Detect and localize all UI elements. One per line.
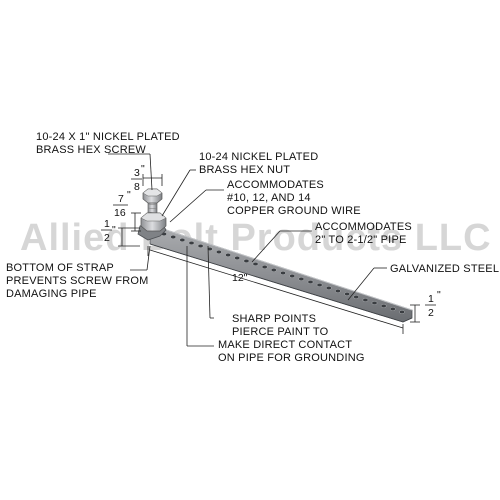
strap-hole <box>362 298 369 302</box>
strap-holes <box>161 232 405 314</box>
strap-hole <box>380 304 387 308</box>
strap-hole <box>170 235 176 239</box>
svg-text:": " <box>127 189 131 201</box>
svg-text:2: 2 <box>428 307 434 319</box>
strap-hole <box>234 256 240 260</box>
svg-text:": " <box>141 163 145 175</box>
svg-text:2: 2 <box>104 232 110 244</box>
dim-half-right: 1 " 2 <box>425 289 441 319</box>
svg-text:1: 1 <box>428 293 434 305</box>
svg-text:8: 8 <box>134 181 140 193</box>
strap-hole <box>252 262 259 266</box>
dim-seven-sixteenths: 7 " 16 <box>113 189 131 219</box>
strap-hole <box>289 274 296 278</box>
ground-wire-callout: ACCOMMODATES #10, 12, AND 14 COPPER GROU… <box>227 179 361 217</box>
strap-hole <box>270 268 277 272</box>
watermark-text: Allied Bolt Products LLC <box>20 217 492 259</box>
strap-hole <box>325 286 332 290</box>
svg-text:": " <box>112 224 116 236</box>
strap-hole <box>335 289 341 293</box>
dim-half-left: 1 " 2 <box>101 218 116 244</box>
svg-text:7: 7 <box>118 193 124 205</box>
strap-hole <box>243 259 250 263</box>
strap-hole <box>197 244 204 248</box>
dimension-lines <box>118 174 420 334</box>
strap-hole <box>307 280 314 284</box>
strap-hole <box>389 307 396 311</box>
strap-bottom-callout: BOTTOM OF STRAP PREVENTS SCREW FROM DAMA… <box>6 262 152 300</box>
screw-callout: 10-24 X 1" NICKEL PLATED BRASS HEX SCREW <box>36 131 183 156</box>
strap-hole <box>225 253 231 257</box>
strap-hole <box>280 271 286 275</box>
strap-hole <box>261 265 268 269</box>
material-callout: GALVANIZED STEEL <box>390 263 499 275</box>
strap-hole <box>188 241 195 245</box>
strap-hole <box>371 301 378 305</box>
strap-hole <box>298 277 305 281</box>
strap-hole <box>179 238 186 242</box>
strap-hole <box>399 310 405 314</box>
callout-leaders <box>108 153 387 347</box>
nut-callout: 10-24 NICKEL PLATED BRASS HEX NUT <box>199 151 322 176</box>
svg-text:3: 3 <box>134 167 140 179</box>
strap-hole <box>344 292 350 296</box>
svg-text:": " <box>437 289 441 301</box>
strap-hole <box>353 295 360 299</box>
hex-screw-and-nut <box>140 188 167 232</box>
dim-three-eighths: 3 " 8 <box>131 163 145 193</box>
pipe-size-callout: ACCOMMODATES 2" TO 2-1/2" PIPE <box>315 221 415 246</box>
svg-text:16: 16 <box>114 207 126 219</box>
sharp-points-callout: SHARP POINTS PIERCE PAINT TO MAKE DIRECT… <box>218 313 365 364</box>
dim-length: 12" <box>232 272 248 284</box>
svg-text:1: 1 <box>104 218 110 230</box>
strap-hole <box>216 250 222 254</box>
strap-hole <box>316 283 323 287</box>
